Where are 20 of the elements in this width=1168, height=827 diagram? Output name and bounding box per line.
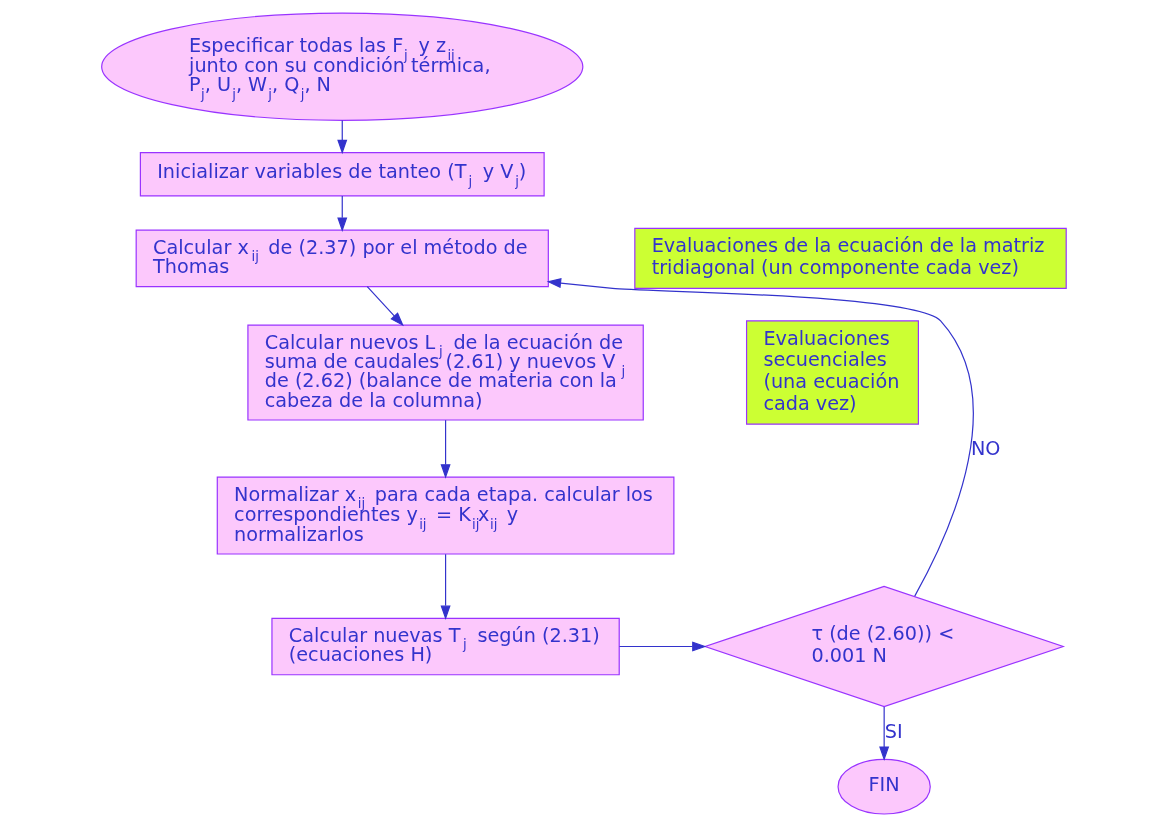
node-box: Calcular nuevos L$_{j}$ de la ecuación de suma de caudales (2.61) y nuevos V$_{j}$ de (2.62) (balance de materia con la cabeza de la columna) [247,324,644,421]
arrow [337,119,348,155]
node-box: Evaluaciones de la ecuación de la matriz tridiagonal (un componente cada vez) [634,227,1067,290]
node-box: Evaluaciones secuenciales (una ecuación cada vez) [746,320,919,425]
edge-label: NO [970,437,1001,461]
node-box: Inicializar variables de tanteo (T$_{j}$ y V$_{j}$) [139,152,545,197]
arrow [618,641,707,652]
node-diamond: τ (de (2.60)) < 0.001 N [703,585,1066,708]
arrow [879,706,890,761]
edge-label: SI [884,719,903,743]
arrow [337,195,348,232]
arrow [546,278,974,597]
arrow [366,286,404,327]
node-box: Normalizar x$_{ij}$ para cada etapa. calcular los correspondientes y$_{ij}$ = K$_{ij}$x$_{ij}$ y normalizarlos [216,476,675,555]
node-box: Calcular nuevas T$_{j}$ según (2.31) (ecuaciones H) [271,617,620,676]
arrow [440,553,451,620]
node-ellipse: Especificar todas las F$_{j}$ y z$_{ij}$ junto con su condición térmica, P$_{j}$, U$_{j}$, W$_{j}$, Q$_{j}$, N [101,12,584,121]
node-box: Calcular x$_{ij}$ de (2.37) por el método de Thomas [135,229,549,288]
node-ellipse: FIN [837,758,931,815]
arrow [440,419,451,479]
